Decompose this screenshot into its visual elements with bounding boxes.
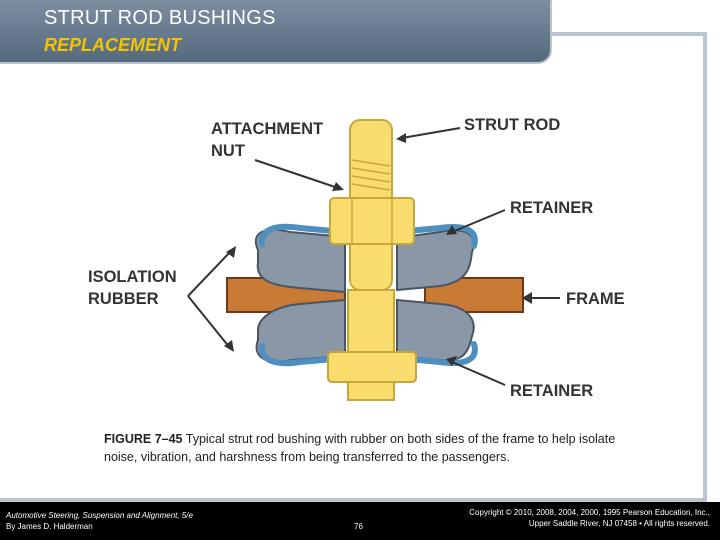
label-attachment-nut-line2: NUT: [211, 142, 245, 160]
label-frame: FRAME: [566, 290, 625, 308]
title-banner: STRUT ROD BUSHINGS REPLACEMENT: [0, 0, 552, 64]
copyright-line-1: Copyright © 2010, 2008, 2004, 2000, 1995…: [469, 508, 710, 517]
label-isolation-line2: RUBBER: [88, 290, 159, 308]
attachment-nut: [329, 197, 415, 245]
slide-subtitle: REPLACEMENT: [44, 35, 182, 55]
leader-arrows: [187, 127, 560, 386]
rod-threads: [351, 159, 391, 191]
slide-title: STRUT ROD BUSHINGS: [44, 7, 276, 29]
retainer-lower-left: [258, 343, 348, 367]
footer-copyright: Copyright © 2010, 2008, 2004, 2000, 1995…: [469, 507, 710, 529]
lower-nut: [327, 351, 417, 383]
retainer-upper-left: [258, 223, 348, 247]
figure-number: FIGURE 7–45: [104, 432, 183, 446]
label-retainer-bottom: RETAINER: [510, 382, 594, 400]
label-isolation-line1: ISOLATION: [88, 268, 177, 286]
page-number: 76: [354, 522, 363, 531]
figure-caption: FIGURE 7–45 Typical strut rod bushing wi…: [104, 430, 644, 466]
retainer-lower-right: [394, 341, 478, 366]
label-strut-rod: STRUT ROD: [464, 116, 561, 134]
footer-book-info: Automotive Steering, Suspension and Alig…: [6, 510, 193, 532]
caption-text: Typical strut rod bushing with rubber on…: [104, 432, 616, 464]
footer-author: By James D. Halderman: [6, 522, 93, 531]
footer-book-title: Automotive Steering, Suspension and Alig…: [6, 511, 193, 520]
strut-rod-bushing-diagram: [187, 119, 560, 401]
retainer-upper-right: [394, 224, 478, 249]
rubber-lower-left: [255, 298, 346, 363]
rubber-upper-left: [255, 228, 346, 294]
copyright-line-2: Upper Saddle River, NJ 07458 • All right…: [528, 519, 710, 528]
rod-lower: [347, 289, 395, 401]
footer-bar: Automotive Steering, Suspension and Alig…: [0, 502, 720, 540]
label-retainer-top: RETAINER: [510, 199, 594, 217]
arrow-heads: [224, 133, 532, 366]
label-attachment-nut-line1: ATTACHMENT: [211, 120, 324, 138]
